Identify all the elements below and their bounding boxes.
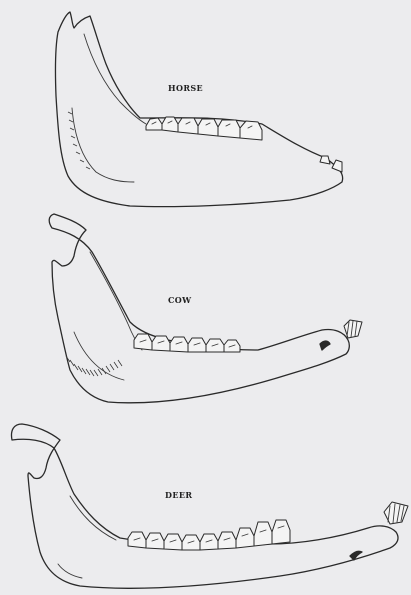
deer-mandible: DEER — [11, 424, 408, 588]
horse-mandible: HORSE — [55, 12, 342, 207]
cow-mandible-outline — [49, 214, 349, 403]
deer-teeth — [128, 520, 290, 550]
deer-lower-curve — [58, 564, 82, 578]
cow-ramus-line — [90, 252, 142, 350]
horse-inner-ridge — [72, 108, 134, 182]
cow-teeth — [134, 334, 240, 352]
horse-ramus-line — [84, 34, 146, 124]
cow-hatching — [66, 356, 122, 376]
cow-label: COW — [168, 295, 192, 305]
cow-mandible: COW — [49, 214, 362, 403]
deer-mandible-outline — [11, 424, 398, 588]
horse-mandible-outline — [55, 12, 342, 207]
cow-foramen — [320, 341, 330, 350]
cow-lower-curve — [74, 332, 124, 380]
deer-label: DEER — [165, 490, 192, 500]
horse-incisors — [320, 156, 342, 172]
deer-incisors — [384, 502, 408, 524]
cow-incisors — [344, 320, 362, 338]
horse-teeth — [146, 117, 262, 140]
horse-label: HORSE — [168, 83, 203, 93]
